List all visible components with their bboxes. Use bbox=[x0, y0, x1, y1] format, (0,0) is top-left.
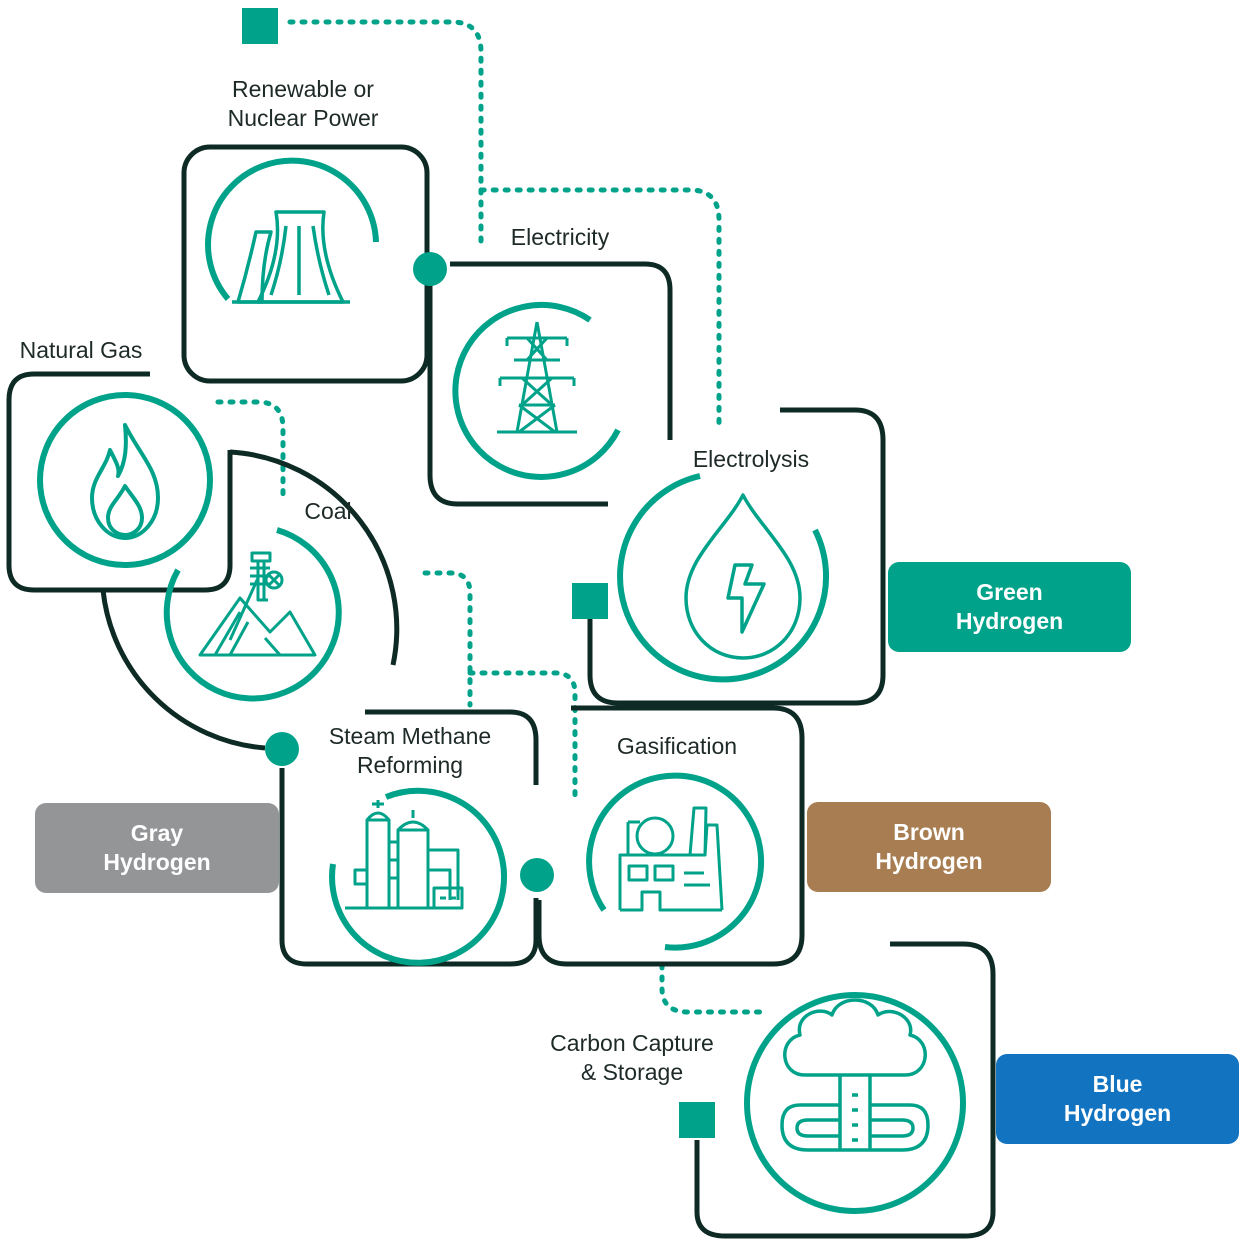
gray-hydrogen-badge: Gray Hydrogen bbox=[35, 803, 279, 893]
dotted-connectors bbox=[215, 19, 763, 1015]
natural-gas-label: Natural Gas bbox=[19, 337, 143, 363]
ccs-box bbox=[694, 941, 996, 1239]
blue-output-square bbox=[679, 1102, 715, 1138]
connector-nodes bbox=[242, 8, 715, 1138]
renewable-nuclear-box bbox=[181, 144, 430, 384]
node-coal-smr bbox=[265, 732, 299, 766]
ccs-label: Carbon Capture & Storage bbox=[550, 1030, 714, 1085]
water-drop-lightning-icon bbox=[684, 493, 802, 660]
smr-box bbox=[279, 709, 539, 967]
renewable-start-square bbox=[242, 8, 278, 44]
electricity-box bbox=[427, 261, 673, 507]
power-pylon-icon bbox=[497, 321, 577, 434]
node-renewable-electricity bbox=[413, 252, 447, 286]
electrolysis-box bbox=[587, 407, 886, 706]
connector-natural-gas-to-coal bbox=[215, 399, 286, 501]
underground-storage-icon bbox=[780, 998, 930, 1152]
gasification-box bbox=[536, 705, 805, 967]
natural-gas-box bbox=[6, 371, 233, 593]
blue-hydrogen-badge: Blue Hydrogen bbox=[996, 1054, 1239, 1144]
gasification-label: Gasification bbox=[616, 733, 738, 759]
coal-label: Coal bbox=[304, 498, 352, 524]
smr-label: Steam Methane Reforming bbox=[328, 723, 492, 778]
renewable-nuclear-label: Renewable or Nuclear Power bbox=[227, 76, 379, 131]
connector-to-gasification bbox=[467, 670, 578, 798]
cooling-tower-icon bbox=[232, 210, 350, 304]
factory-icon bbox=[618, 806, 724, 912]
connector-coal-to-smr bbox=[422, 570, 473, 708]
node-smr-gasification bbox=[520, 858, 554, 892]
brown-hydrogen-badge: Brown Hydrogen bbox=[807, 802, 1051, 892]
coal-circle bbox=[100, 449, 400, 751]
green-output-square bbox=[572, 583, 608, 619]
green-hydrogen-badge: Green Hydrogen bbox=[888, 562, 1131, 652]
electrolysis-label: Electrolysis bbox=[692, 446, 810, 472]
coal-mine-icon bbox=[198, 551, 317, 657]
connector-to-ccs bbox=[659, 962, 763, 1015]
electricity-label: Electricity bbox=[510, 224, 610, 250]
refinery-icon bbox=[345, 800, 464, 910]
flame-icon bbox=[90, 423, 160, 540]
